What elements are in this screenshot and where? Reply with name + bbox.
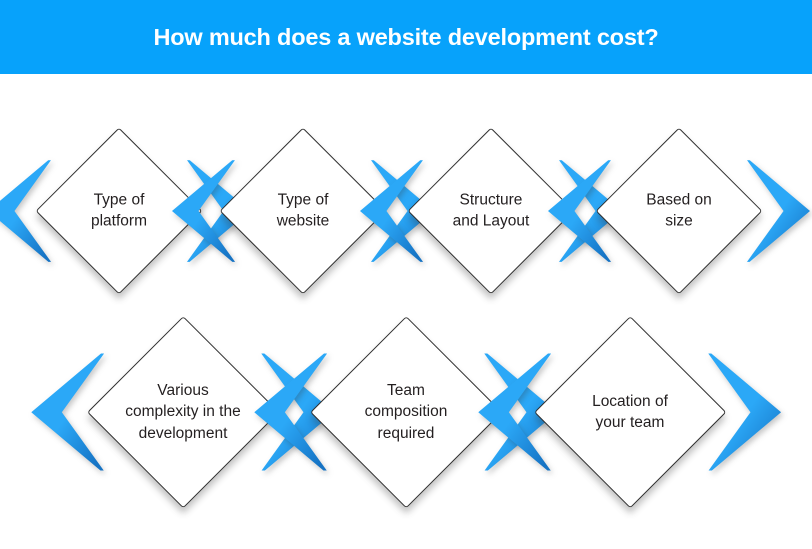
chevron-right-icon [708, 353, 782, 471]
chevron-left-icon [31, 353, 105, 471]
chevron-left-icon [171, 160, 235, 262]
diamond-node-based-on-size[interactable]: Based on size [547, 117, 811, 305]
chevron-left-icon [547, 160, 611, 262]
chevron-left-icon [0, 160, 51, 262]
diamond-shape [86, 315, 280, 509]
chevron-right-icon [747, 160, 811, 262]
chevron-left-icon [359, 160, 423, 262]
chevron-left-icon [478, 353, 552, 471]
diamond-node-location-of-team[interactable]: Location of your team [478, 305, 782, 519]
diamond-shape [533, 315, 727, 509]
chevron-left-icon [254, 353, 328, 471]
diamond-shape [595, 127, 763, 295]
header-bar: How much does a website development cost… [0, 0, 812, 74]
page-title: How much does a website development cost… [153, 23, 659, 50]
diamond-shape [309, 315, 503, 509]
